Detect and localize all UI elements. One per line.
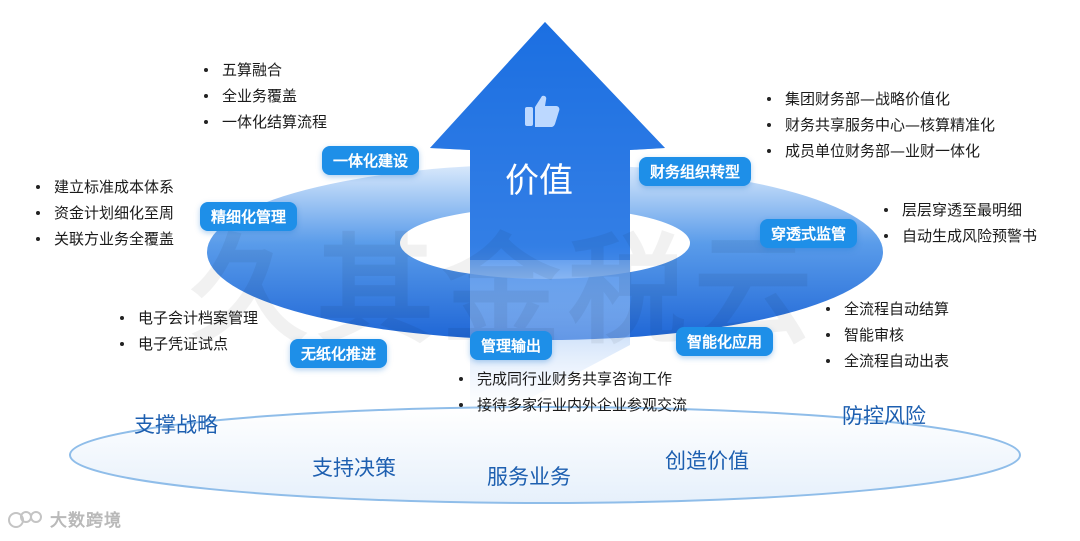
list-item: 自动生成风险预警书 — [880, 223, 1037, 249]
base-label-business: 服务业务 — [487, 465, 571, 489]
list-item: 全流程自动出表 — [822, 348, 949, 374]
list-item: 资金计划细化至周 — [32, 200, 174, 226]
intelligent-list: 全流程自动结算 智能审核 全流程自动出表 — [822, 296, 949, 374]
logo-icon — [8, 510, 42, 528]
base-label-value: 创造价值 — [665, 449, 749, 473]
brand-logo: 大数跨境 — [8, 506, 122, 531]
tag-finance-org: 财务组织转型 — [639, 157, 752, 186]
list-item: 关联方业务全覆盖 — [32, 226, 174, 252]
list-item: 建立标准成本体系 — [32, 174, 174, 200]
finance-org-list: 集团财务部—战略价值化 财务共享服务中心—核算精准化 成员单位财务部—业财一体化 — [763, 86, 995, 164]
paperless-list: 电子会计档案管理 电子凭证试点 — [116, 305, 258, 357]
list-item: 全流程自动结算 — [822, 296, 949, 322]
tag-paperless: 无纸化推进 — [290, 339, 388, 368]
mgmt-output-list: 完成同行业财务共享咨询工作 接待多家行业内外企业参观交流 — [455, 366, 687, 418]
list-item: 层层穿透至最明细 — [880, 197, 1037, 223]
logo-text: 大数跨境 — [50, 511, 122, 531]
list-item: 电子会计档案管理 — [116, 305, 258, 331]
tag-integration: 一体化建设 — [322, 146, 420, 175]
list-item: 接待多家行业内外企业参观交流 — [455, 392, 687, 418]
integration-list: 五算融合 全业务覆盖 一体化结算流程 — [200, 57, 327, 135]
list-item: 成员单位财务部—业财一体化 — [763, 138, 995, 164]
list-item: 五算融合 — [200, 57, 327, 83]
list-item: 全业务覆盖 — [200, 83, 327, 109]
list-item: 一体化结算流程 — [200, 109, 327, 135]
base-label-strategy: 支撑战略 — [134, 413, 218, 437]
tag-mgmt-output: 管理输出 — [470, 331, 553, 360]
base-label-decision: 支持决策 — [312, 456, 396, 480]
base-ellipse — [69, 406, 1021, 504]
tag-penetrating: 穿透式监管 — [760, 219, 858, 248]
base-label-risk: 防控风险 — [842, 404, 926, 428]
list-item: 集团财务部—战略价值化 — [763, 86, 995, 112]
center-value-label: 价值 — [505, 161, 573, 201]
list-item: 财务共享服务中心—核算精准化 — [763, 112, 995, 138]
penetrating-list: 层层穿透至最明细 自动生成风险预警书 — [880, 197, 1037, 249]
list-item: 智能审核 — [822, 322, 949, 348]
list-item: 完成同行业财务共享咨询工作 — [455, 366, 687, 392]
tag-refined: 精细化管理 — [200, 202, 298, 231]
thumbs-up-icon — [525, 95, 560, 127]
tag-intelligent: 智能化应用 — [676, 327, 774, 356]
refined-list: 建立标准成本体系 资金计划细化至周 关联方业务全覆盖 — [32, 174, 174, 252]
list-item: 电子凭证试点 — [116, 331, 258, 357]
